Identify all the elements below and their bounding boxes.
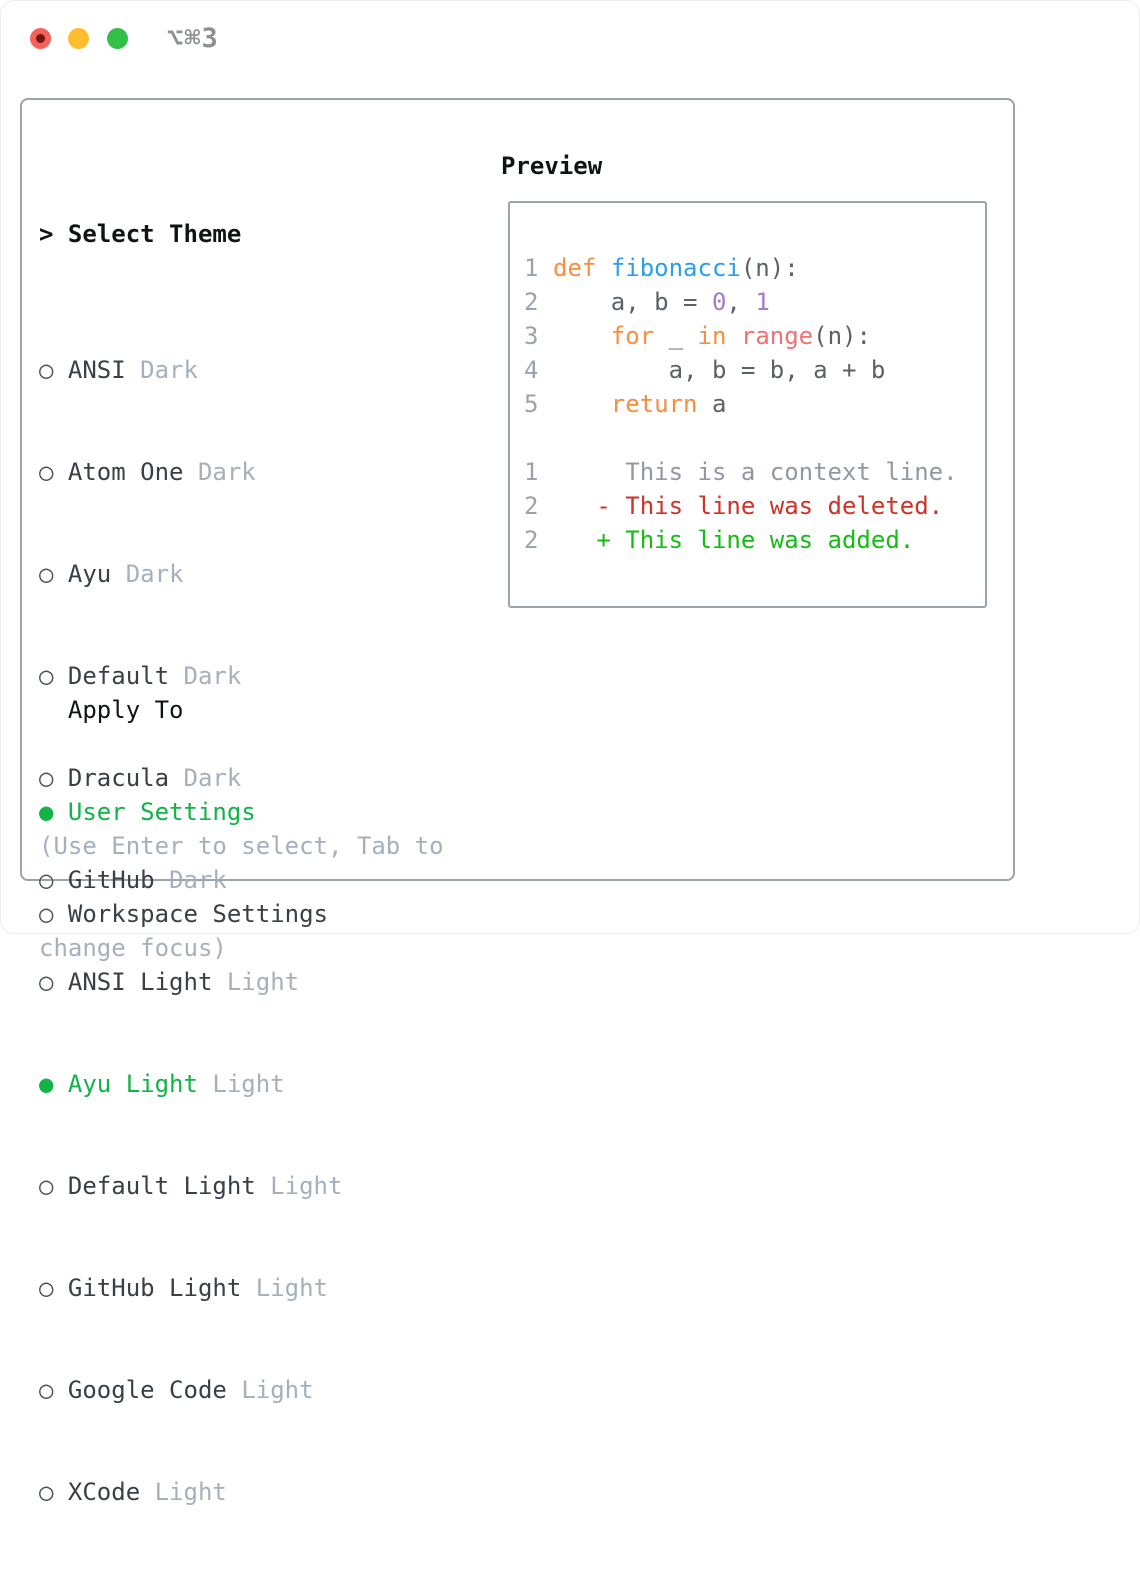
code-line: 5 return a (524, 390, 727, 418)
radio-circle-icon: ○ (39, 560, 54, 588)
help-text-line1: (Use Enter to select, Tab to (39, 832, 444, 860)
theme-list-title: Select Theme (67, 220, 242, 248)
code-line: 2 a, b = 0, 1 (524, 288, 770, 316)
theme-option-ansi-dark[interactable]: ○ ANSI Dark (39, 356, 198, 384)
radio-circle-icon: ○ (39, 900, 54, 928)
apply-to-section: ○ Apply To ● User Settings ○ Workspace S… (39, 625, 328, 999)
radio-circle-icon: ○ (39, 764, 54, 792)
theme-option-atom-one-dark[interactable]: ○ Atom One Dark (39, 458, 256, 486)
focus-caret-icon: > (39, 220, 54, 248)
theme-option-ayu-dark[interactable]: ○ Ayu Dark (39, 560, 184, 588)
radio-circle-icon: ○ (39, 1274, 54, 1302)
theme-option-dracula-dark[interactable]: ○ Dracula Dark (39, 764, 242, 792)
theme-option-github-light[interactable]: ○ GitHub Light Light (39, 1274, 328, 1302)
help-text-line2: change focus) (39, 934, 227, 962)
theme-list-header: > Select Theme (39, 217, 342, 251)
diff-context-line: 1 This is a context line. (524, 458, 958, 486)
theme-option-google-code-light[interactable]: ○ Google Code Light (39, 1376, 314, 1404)
radio-selected-dot-icon: ● (39, 1070, 54, 1098)
apply-option-user-settings[interactable]: ● User Settings (39, 798, 256, 826)
radio-circle-icon: ○ (39, 458, 54, 486)
code-line: 4 a, b = b, a + b (524, 356, 886, 384)
radio-selected-dot-icon: ● (39, 798, 54, 826)
apply-to-header: ○ Apply To (67, 696, 184, 724)
zoom-button[interactable] (107, 28, 128, 49)
theme-option-default-dark[interactable]: ○ Default Dark (39, 662, 242, 690)
window-title: ⌥⌘3 (167, 23, 219, 54)
radio-circle-icon: ○ (39, 662, 54, 690)
code-line: 3 for _ in range(n): (524, 322, 871, 350)
diff-added-line: 2 + This line was added. (524, 526, 915, 554)
radio-circle-icon: ○ (39, 1376, 54, 1404)
diff-deleted-line: 2 - This line was deleted. (524, 492, 944, 520)
theme-option-github-dark[interactable]: ○ GitHub Dark (39, 866, 227, 894)
apply-option-workspace-settings[interactable]: ○ Workspace Settings (39, 900, 328, 928)
theme-option-xcode-light[interactable]: ○ XCode Light (39, 1478, 227, 1506)
radio-circle-icon: ○ (39, 1172, 54, 1200)
minimize-button[interactable] (68, 28, 89, 49)
theme-option-default-light[interactable]: ○ Default Light Light (39, 1172, 343, 1200)
preview-title: Preview (501, 152, 603, 180)
help-text: (Use Enter to select, Tab to change focu… (39, 761, 444, 1033)
radio-circle-icon: ○ (39, 1478, 54, 1506)
app-window: ⌥⌘3 > Select Theme ○ ANSI Dark ○ Atom On… (0, 0, 1140, 1506)
radio-circle-icon: ○ (39, 866, 54, 894)
radio-circle-icon: ○ (39, 356, 54, 384)
theme-option-ayu-light[interactable]: ● Ayu Light Light (39, 1070, 285, 1098)
close-button[interactable] (30, 28, 51, 49)
blank-line (524, 421, 985, 455)
